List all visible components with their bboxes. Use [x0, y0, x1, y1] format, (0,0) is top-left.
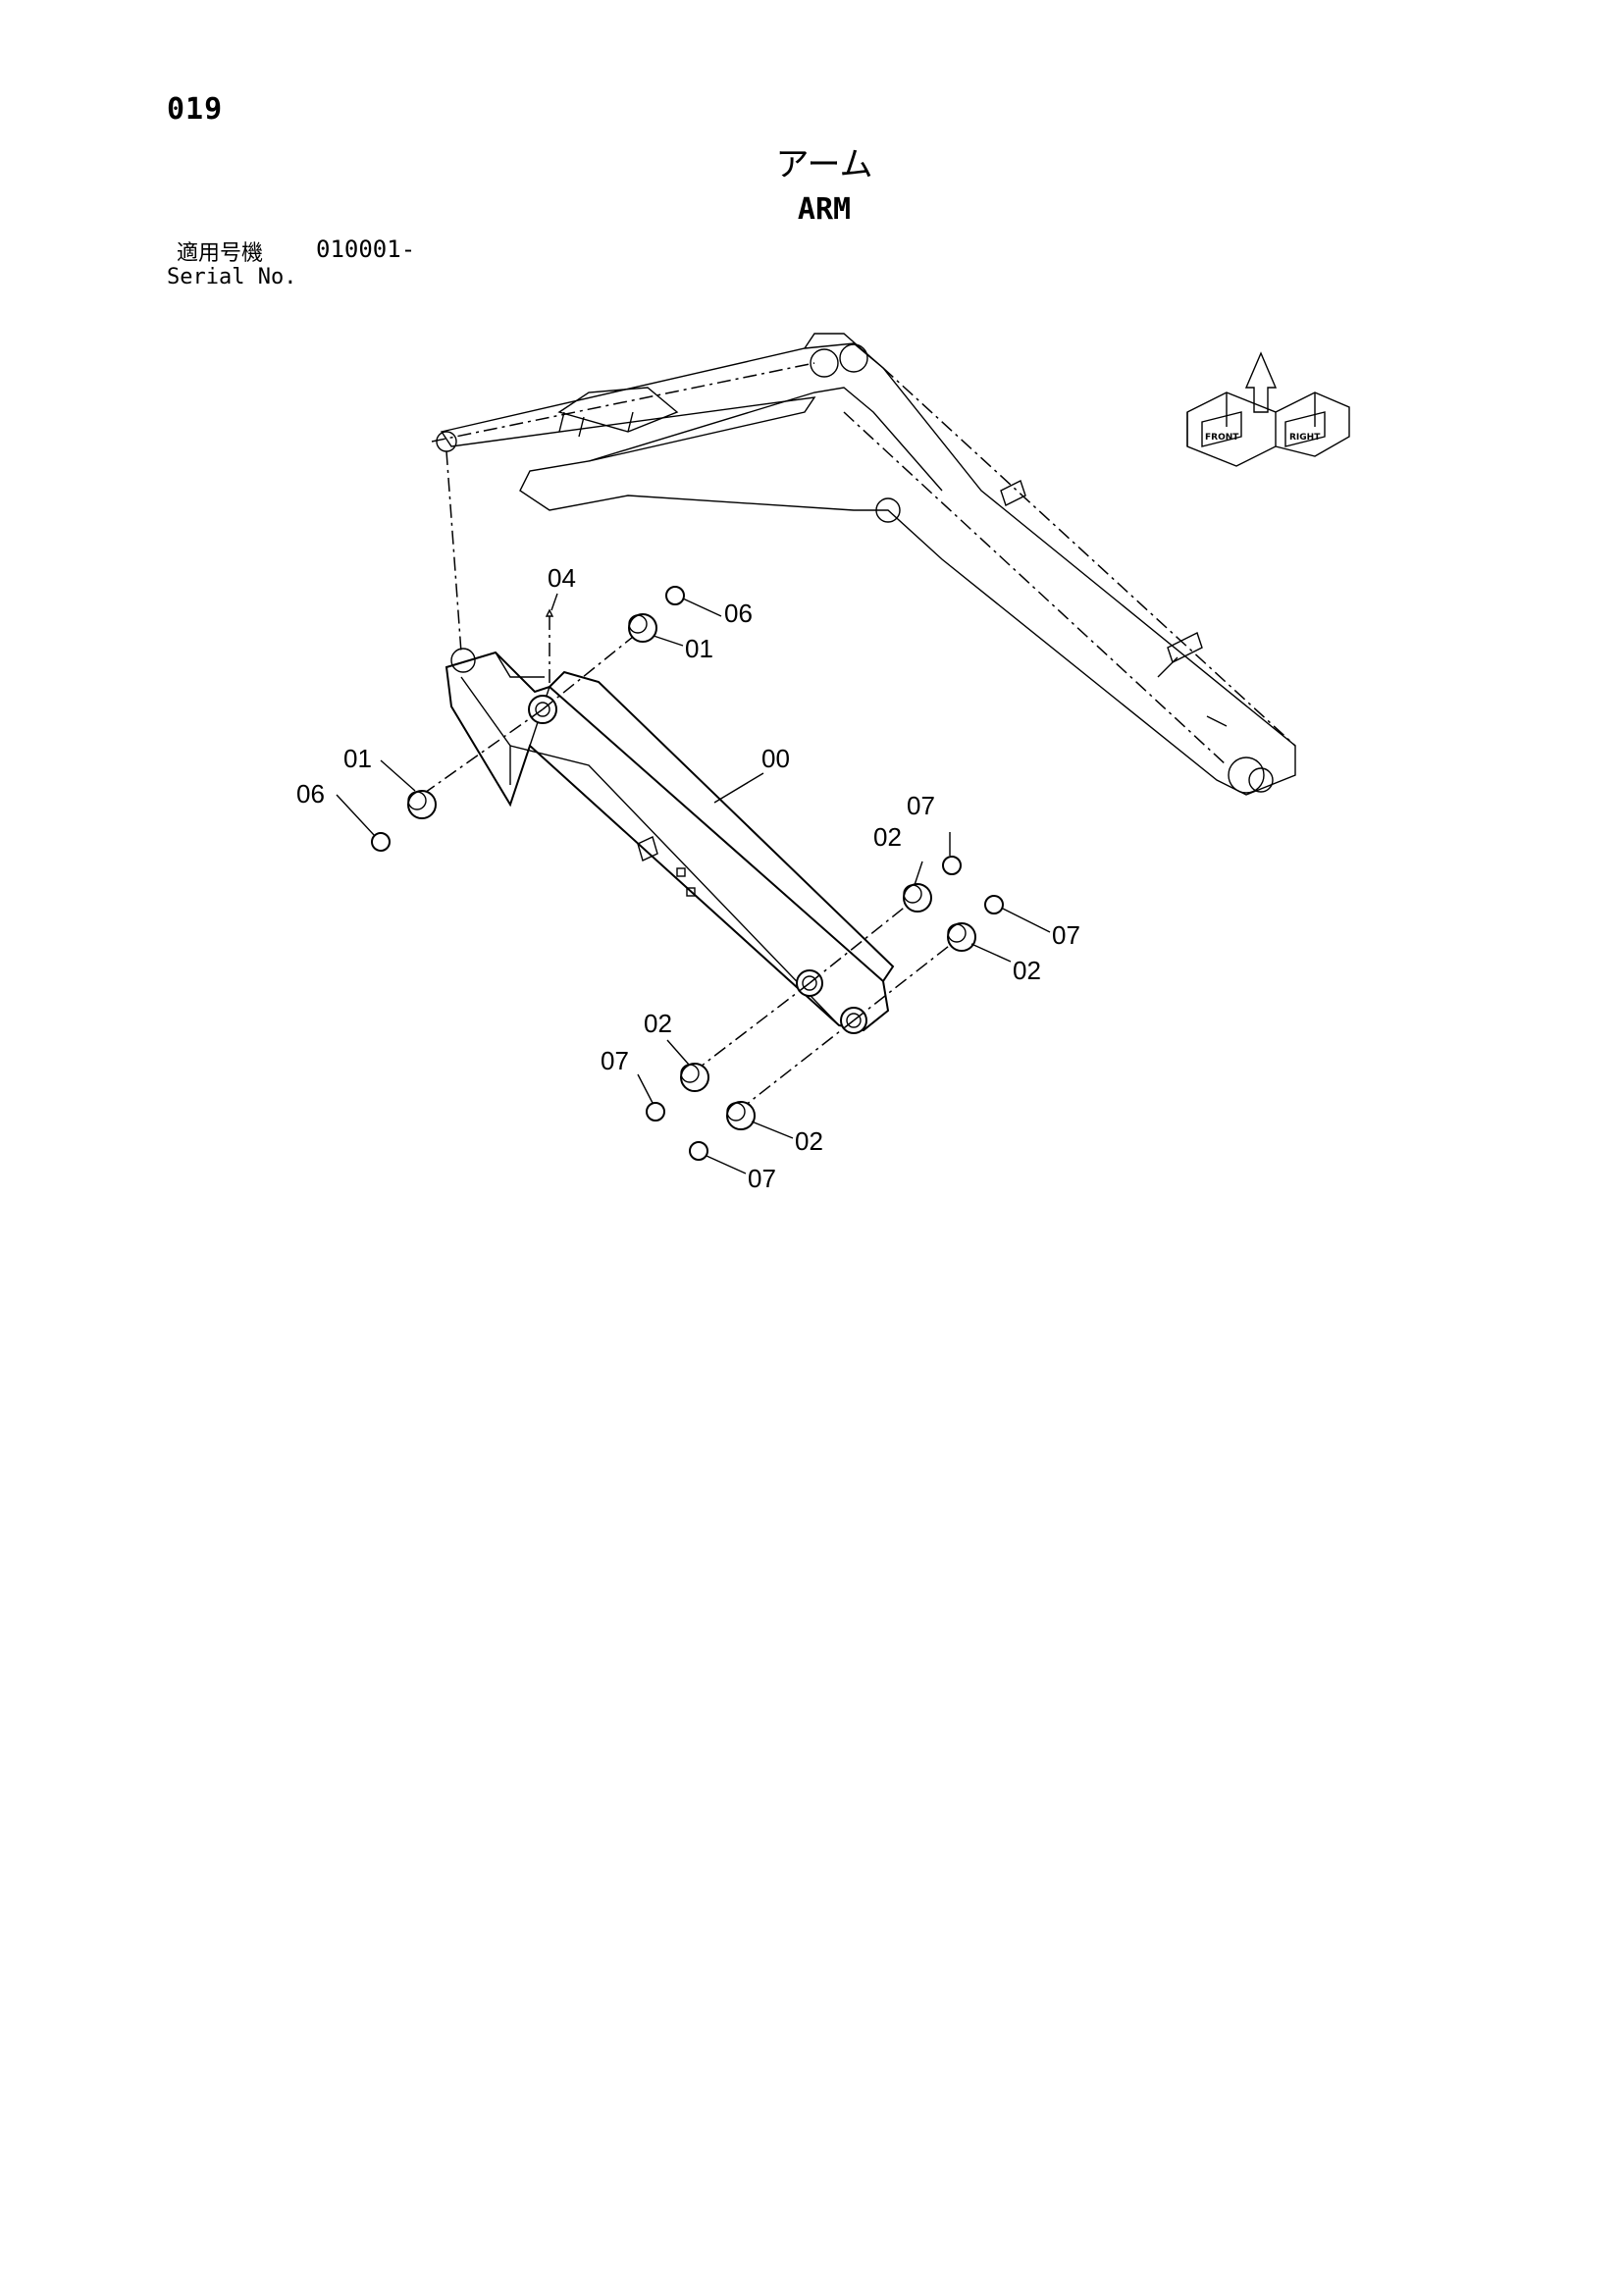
callout-07-c: 07 — [601, 1046, 629, 1075]
parts — [371, 586, 1004, 1161]
shim-07-a — [942, 856, 962, 875]
bushing-02-b — [947, 922, 976, 952]
callout-07-d: 07 — [748, 1164, 776, 1193]
callout-06-lower: 06 — [296, 779, 325, 809]
callout-01-upper: 01 — [685, 634, 713, 663]
callout-labels: 04 06 01 01 06 00 07 02 07 02 02 07 02 0… — [296, 563, 1080, 1193]
callout-06-upper: 06 — [724, 599, 753, 628]
bushing-02-d — [726, 1101, 756, 1130]
serial-label-english: Serial No. — [167, 265, 297, 289]
page-number: 019 — [167, 92, 224, 127]
serial-range: 010001- — [316, 235, 416, 263]
shim-07-c — [646, 1102, 665, 1122]
boom-assembly-drawing — [431, 333, 1296, 796]
callout-01-lower: 01 — [343, 744, 372, 773]
callout-07-b: 07 — [1052, 920, 1080, 950]
bushing-01-upper — [628, 613, 657, 643]
callout-00: 00 — [761, 744, 790, 773]
title-japanese: アーム — [775, 145, 873, 184]
callout-02-a: 02 — [873, 822, 902, 852]
bushing-01-lower — [407, 790, 437, 819]
bushing-02-a — [903, 883, 932, 913]
shim-06-upper — [665, 586, 685, 605]
shim-07-b — [984, 895, 1004, 914]
front-label: FRONT — [1205, 433, 1239, 443]
arm-main-body — [445, 648, 895, 1034]
callout-02-b: 02 — [1013, 956, 1041, 985]
callout-02-d: 02 — [795, 1126, 823, 1156]
title-english: ARM — [797, 192, 852, 227]
shim-06-lower — [371, 832, 391, 852]
assembly-lines — [421, 450, 968, 1110]
pin-04 — [545, 608, 554, 617]
right-label: RIGHT — [1289, 433, 1321, 443]
front-right-direction-icon: FRONT RIGHT — [1186, 351, 1350, 467]
serial-label-japanese: 適用号機 — [177, 241, 264, 266]
shim-07-d — [689, 1141, 708, 1161]
callout-07-a: 07 — [907, 791, 935, 820]
bushing-02-c — [680, 1063, 709, 1092]
leader-lines — [336, 593, 1051, 1174]
callout-02-c: 02 — [644, 1009, 672, 1038]
callout-04: 04 — [548, 563, 576, 593]
